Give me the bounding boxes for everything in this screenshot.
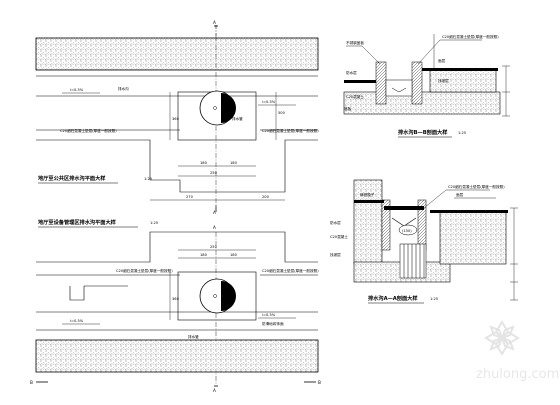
slope-right-top: i=0.5% [262,100,276,104]
section-marker-b-right: B [318,380,321,385]
detail-top-scale: 1:25 [458,131,466,135]
pipe-stripes [399,243,427,279]
note-b-bottom: C20细石混凝土垫层(厚度一般按照) [262,268,319,273]
detail-top-note-6: 底板 [344,106,352,111]
detail-bottom-title: 排水沟A—A剖面大样 [368,294,418,302]
drain-label-top: 排水沟 [118,86,129,91]
dim-180-b: 180 [230,161,238,165]
dim-250-b: 250 [210,245,218,249]
section-marker-a-bottom: A [213,388,216,393]
dim-180-a: 180 [200,161,208,165]
detail-bottom-note-2: 面层 [456,192,464,197]
concrete-band-bottom [35,339,319,373]
note-c-bottom: 防滑地砖饰面 [262,321,284,326]
concrete-band-top [35,37,319,71]
pipe-label-bottom: 排水管 [188,334,199,339]
dim-200: 200 [262,195,270,199]
plan-top-scale: 1:25 [144,177,152,181]
slope-left-top: i=0.5% [70,88,84,92]
dim-360-b: 360 [172,297,180,301]
dim-180-c: 180 [200,253,208,257]
detail-bottom-note-0: 铸铁篦子 [360,192,375,197]
detail-top-title: 排水沟B—B剖面大样 [398,128,448,136]
section-marker-a-mid: A [213,210,216,215]
plan-bottom: 地厅至设备管理区排水沟平面大样 1:25 A 250 180 180 360 C… [30,218,321,393]
detail-top: 不锈钢盖板 C20细石混凝土垫层(厚度一般按照) 防水层 C20混凝土 面层 找… [343,34,510,138]
slope-left-bottom: i=0.5% [70,319,84,323]
watermark-text: zhulong.com [476,367,559,382]
plan-bottom-scale: 1:25 [150,221,158,225]
dim-270: 270 [186,195,194,199]
plan-top: A 180 180 250 270 200 360 500 i=0.5% i=0… [35,20,319,215]
detail-top-note-2: 防水层 [346,70,357,75]
detail-bottom: (150) 铸铁篦子 C20细石混凝土垫层(厚度一般按照) 面层 防水层 C20… [330,179,518,304]
note-a-bottom: C20细石混凝土垫层(厚度一般按照) [116,268,173,273]
dim-500: 500 [278,111,286,115]
slope-right-bottom: i=0.5% [262,313,276,317]
detail-bottom-note-1: C20细石混凝土垫层(厚度一般按照) [448,184,505,189]
detail-top-note-0: 不锈钢盖板 [346,40,364,45]
watermark: zhulong.com [476,320,559,382]
dim-250-a: 250 [210,171,218,175]
detail-bottom-note-4: C20混凝土 [330,234,348,239]
dim-180-d: 180 [230,253,238,257]
detail-top-note-1: C20细石混凝土垫层(厚度一般按照) [442,34,499,39]
callout-150 [398,224,418,236]
detail-top-note-5: 找坡层 [438,78,449,83]
detail-top-note-4: 面层 [438,58,446,63]
callout-150-text: (150) [402,229,412,233]
plan-top-title: 地厅至公共区排水沟平面大样 [38,174,106,182]
detail-bottom-scale: 1:25 [430,297,438,301]
note-a-top: C20细石混凝土垫层(厚度一般按照) [60,128,117,133]
note-b-top: C20细石混凝土垫层(厚度一般按照) [262,128,319,133]
detail-bottom-note-3: 防水层 [330,220,341,225]
detail-bottom-note-5: 找坡层 [330,252,341,257]
section-marker-b-left: B [30,380,33,385]
pipe-label-top: 排水管 [232,116,243,121]
section-marker-a-low: A [213,225,216,230]
dim-360: 360 [172,117,180,121]
section-marker-a-top: A [213,20,216,25]
detail-top-note-3: C20混凝土 [346,94,364,99]
plan-bottom-title: 地厅至设备管理区排水沟平面大样 [38,218,117,226]
